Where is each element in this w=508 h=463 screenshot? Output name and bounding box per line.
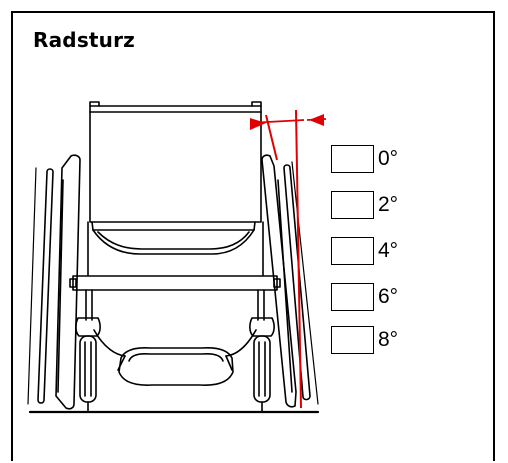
option-label-4: 4°: [378, 239, 399, 262]
panel-title: Radsturz: [33, 28, 136, 52]
option-label-2: 2°: [378, 193, 399, 216]
option-label-8: 8°: [378, 328, 399, 351]
option-label-6: 6°: [378, 285, 399, 308]
checkbox-2[interactable]: [331, 191, 374, 219]
option-label-0: 0°: [378, 147, 399, 170]
camber-option-6[interactable]: 6°: [331, 281, 398, 313]
camber-option-8[interactable]: 8°: [331, 324, 398, 356]
camber-option-2[interactable]: 2°: [331, 189, 398, 221]
checkbox-4[interactable]: [331, 237, 374, 265]
checkbox-0[interactable]: [331, 145, 374, 173]
checkbox-8[interactable]: [331, 326, 374, 354]
camber-option-0[interactable]: 0°: [331, 143, 398, 175]
checkbox-6[interactable]: [331, 283, 374, 311]
camber-option-4[interactable]: 4°: [331, 235, 398, 267]
